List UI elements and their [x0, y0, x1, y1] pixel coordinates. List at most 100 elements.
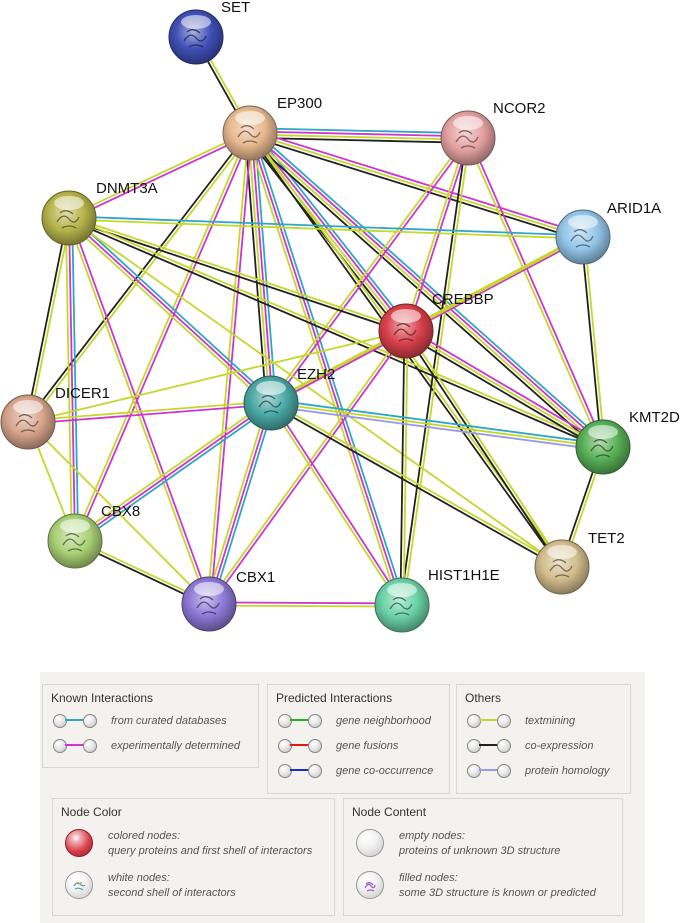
legend-node-color: Node Color colored nodes: query proteins… [52, 798, 335, 916]
edge-line-textmining [249, 132, 584, 238]
node-set[interactable]: SET [168, 0, 250, 65]
empty-nodes-line1: empty nodes: [399, 830, 466, 842]
edge-CREBBP-HIST1H1E[interactable] [399, 330, 409, 606]
legend-predicted-title: Predicted Interactions [276, 691, 393, 705]
legend-others-title: Others [465, 691, 502, 705]
edge-EP300-HIST1H1E[interactable] [246, 131, 406, 607]
edge-EP300-DNMT3A[interactable] [67, 130, 252, 221]
edge-line-homology [270, 405, 603, 452]
legend-label: gene co-occurrence [336, 765, 434, 777]
edge-line-experimental [208, 402, 272, 605]
edge-line-textmining [270, 402, 604, 448]
edge-line-coexpression [68, 218, 603, 450]
edge-line-textmining [27, 421, 210, 605]
edge-line-coexpression [246, 135, 601, 452]
edge-CREBBP-DICER1[interactable] [27, 330, 407, 423]
edge-line-experimental [250, 131, 409, 331]
edge-line-experimental [28, 403, 272, 425]
edge-CBX1-HIST1H1E[interactable] [208, 601, 403, 608]
edge-line-database [69, 215, 584, 237]
edge-EP300-CBX8[interactable] [72, 132, 253, 542]
node-cbx1[interactable]: CBX1 [181, 569, 275, 632]
edge-line-textmining [247, 133, 406, 333]
node-dicer1[interactable]: DICER1 [0, 385, 110, 450]
colored-node-swatch-icon [65, 829, 93, 857]
edge-line-textmining [68, 217, 563, 568]
edge-EP300-NCOR2[interactable] [249, 127, 469, 144]
legend-label: experimentally determined [111, 740, 241, 752]
edge-EZH2-CBX8[interactable] [72, 399, 274, 545]
edge-line-coexpression [244, 133, 268, 404]
edge-line-experimental [250, 131, 605, 447]
node-label: CREBBP [432, 291, 494, 308]
node-crebbp[interactable]: CREBBP [378, 291, 494, 359]
node-highlight [181, 15, 211, 29]
edge-line-textmining [406, 329, 565, 567]
edge-EZH2-TET2[interactable] [269, 400, 564, 570]
edge-DNMT3A-CBX8[interactable] [64, 217, 80, 542]
node-highlight [235, 111, 265, 125]
edge-line-experimental [209, 331, 409, 606]
edge-line-experimental [69, 217, 212, 604]
edge-DNMT3A-TET2[interactable] [68, 217, 563, 568]
edge-EZH2-DICER1[interactable] [27, 400, 272, 425]
edge-ARID1A-CREBBP[interactable] [404, 234, 585, 334]
edge-line-experimental [406, 138, 471, 332]
edge-DNMT3A-ARID1A[interactable] [68, 215, 584, 240]
edge-line-textmining [268, 403, 402, 607]
edge-line-textmining [465, 138, 603, 448]
edge-EP300-ARID1A[interactable] [248, 129, 585, 241]
legend-others: Others textmining co-expression protein … [456, 684, 631, 794]
filled-nodes-line1: filled nodes: [399, 872, 458, 884]
edge-line-textmining [583, 236, 606, 447]
edge-NCOR2-HIST1H1E[interactable] [399, 137, 471, 606]
edge-line-experimental [74, 402, 272, 542]
edge-symbol-textmining [467, 714, 511, 728]
edge-NCOR2-KMT2D[interactable] [465, 137, 606, 448]
edge-line-experimental [468, 137, 606, 447]
node-ezh2[interactable]: EZH2 [243, 366, 335, 431]
edge-DNMT3A-CREBBP[interactable] [68, 215, 407, 334]
edge-CREBBP-KMT2D[interactable] [403, 327, 606, 451]
node-ep300[interactable]: EP300 [222, 95, 322, 161]
edge-EZH2-CBX1[interactable] [205, 401, 275, 606]
white-nodes-line1: white nodes: [108, 872, 170, 884]
node-tet2[interactable]: TET2 [534, 530, 625, 595]
edge-EZH2-HIST1H1E[interactable] [268, 401, 405, 607]
edge-symbol-fusions [278, 739, 322, 753]
edge-CREBBP-TET2[interactable] [403, 329, 565, 569]
edge-ARID1A-KMT2D[interactable] [580, 236, 606, 448]
edge-line-experimental [208, 601, 403, 605]
edge-line-textmining [248, 133, 603, 449]
node-hist1h1e[interactable]: HIST1H1E [374, 567, 500, 633]
legend-label: protein homology [525, 765, 610, 777]
edge-NCOR2-EZH2[interactable] [268, 136, 471, 405]
edge-line-database [252, 128, 607, 445]
edge-line-textmining [27, 330, 407, 423]
edge-DNMT3A-KMT2D[interactable] [68, 215, 604, 450]
node-ncor2[interactable]: NCOR2 [440, 100, 546, 166]
edge-CREBBP-CBX1[interactable] [206, 329, 409, 606]
node-arid1a[interactable]: ARID1A [555, 200, 661, 265]
edge-line-coexpression [403, 333, 602, 451]
edge-line-textmining [68, 218, 583, 240]
node-highlight [60, 519, 90, 533]
edge-line-coexpression [25, 217, 69, 422]
edge-line-textmining [404, 234, 583, 331]
structure-icon [570, 229, 594, 248]
edge-line-textmining [268, 136, 468, 403]
edge-DICER1-CBX1[interactable] [27, 421, 210, 605]
edge-line-database [271, 398, 604, 445]
structure-icon [56, 210, 80, 229]
edge-symbol-databases [53, 714, 97, 728]
legend-item-textmining: textmining [467, 713, 575, 729]
edge-EZH2-KMT2D[interactable] [270, 398, 604, 452]
edge-EP300-KMT2D[interactable] [246, 128, 607, 452]
node-dnmt3a[interactable]: DNMT3A [41, 180, 158, 246]
edge-DNMT3A-DICER1[interactable] [25, 217, 72, 423]
node-label: DNMT3A [96, 180, 158, 197]
node-kmt2d[interactable]: KMT2D [575, 409, 680, 475]
node-cbx8[interactable]: CBX8 [47, 503, 140, 569]
edge-line-database [253, 132, 277, 403]
